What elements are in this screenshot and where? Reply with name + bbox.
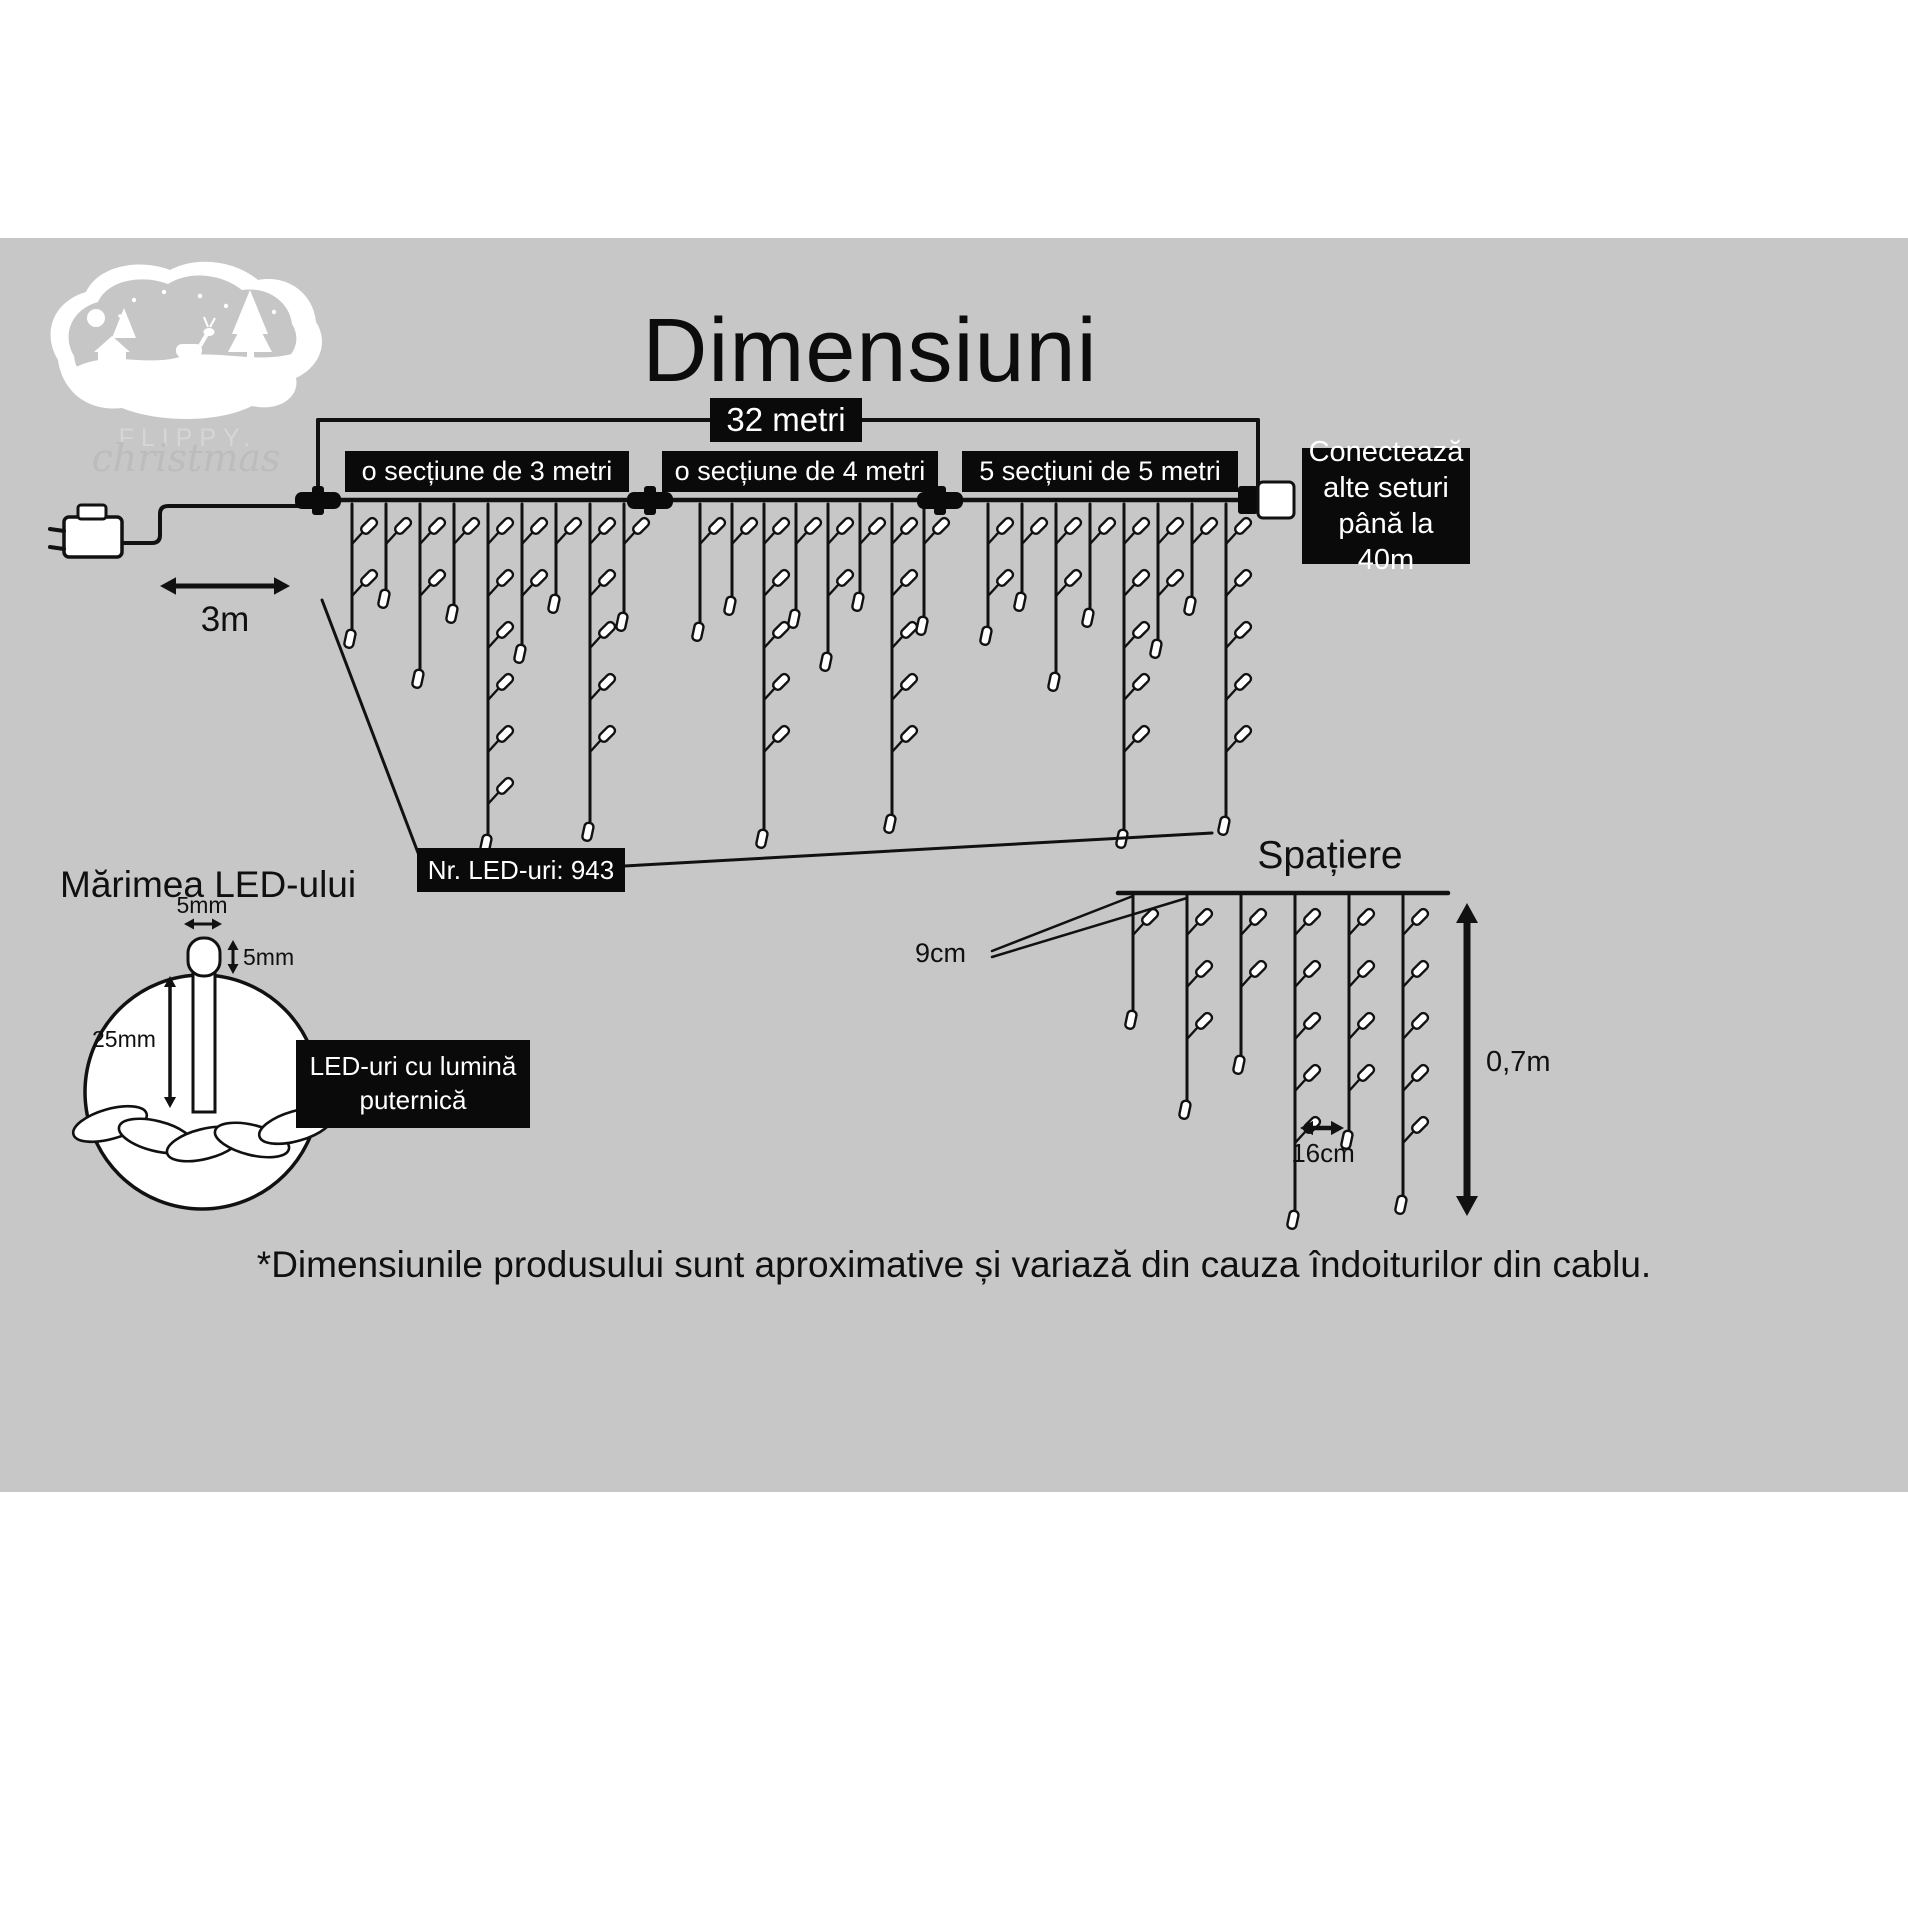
- end-connector: [1238, 480, 1296, 520]
- led-cap-height-label: 5mm: [243, 944, 295, 970]
- lead-length-arrow: [160, 577, 290, 595]
- curtain-section-1: [343, 502, 651, 854]
- disclaimer-note: *Dimensiunile produsului sunt aproximati…: [256, 1244, 1652, 1285]
- led-size-title: Mărimea LED-ului: [60, 864, 357, 905]
- connect-sets-note: Conectează alte seturi până la 40m: [1302, 436, 1470, 576]
- page-title: Dimensiuni: [642, 301, 1098, 401]
- led-measure-arrows: [163, 918, 239, 1108]
- section-2-label: o secțiune de 4 metri: [662, 451, 938, 492]
- led-count-pointer-lines: [320, 598, 1214, 868]
- logo-trees: [112, 290, 272, 362]
- spacing-diagram: [990, 890, 1451, 1230]
- led-magnifier: [71, 936, 335, 1211]
- drop-height-arrow: [1456, 903, 1478, 1216]
- logo-stars: [118, 289, 277, 318]
- brand-logo: FLIPPY. christmas: [50, 261, 323, 476]
- curtain-section-3: [979, 502, 1253, 849]
- section-1-label: o secțiune de 3 metri: [345, 451, 629, 492]
- logo-moon: [87, 309, 105, 327]
- spacing-title: Spațiere: [1257, 834, 1403, 877]
- drop-gap-label: 9cm: [915, 938, 967, 968]
- logo-snow-hill: [74, 354, 292, 401]
- curtain-section-2: [691, 502, 951, 849]
- drop-height-label: 0,7m: [1486, 1046, 1551, 1078]
- led-brightness-note: LED-uri cu lumină puternică: [296, 1040, 530, 1128]
- led-gap-arrow: [1300, 1120, 1344, 1136]
- brand-name: FLIPPY.: [119, 424, 258, 452]
- power-plug: [48, 503, 318, 559]
- lead-length-label: 3m: [200, 600, 250, 639]
- led-body-height-label: 25mm: [92, 1026, 156, 1052]
- section-3-label: 5 secțiuni de 5 metri: [962, 451, 1238, 492]
- led-gap-label: 16cm: [1291, 1138, 1355, 1168]
- wire-connectors: [295, 486, 963, 515]
- total-length-label: 32 metri: [710, 398, 862, 442]
- led-count-label: Nr. LED-uri: 943: [417, 848, 625, 892]
- brand-script: christmas: [91, 436, 280, 476]
- led-width-label: 5mm: [176, 892, 228, 918]
